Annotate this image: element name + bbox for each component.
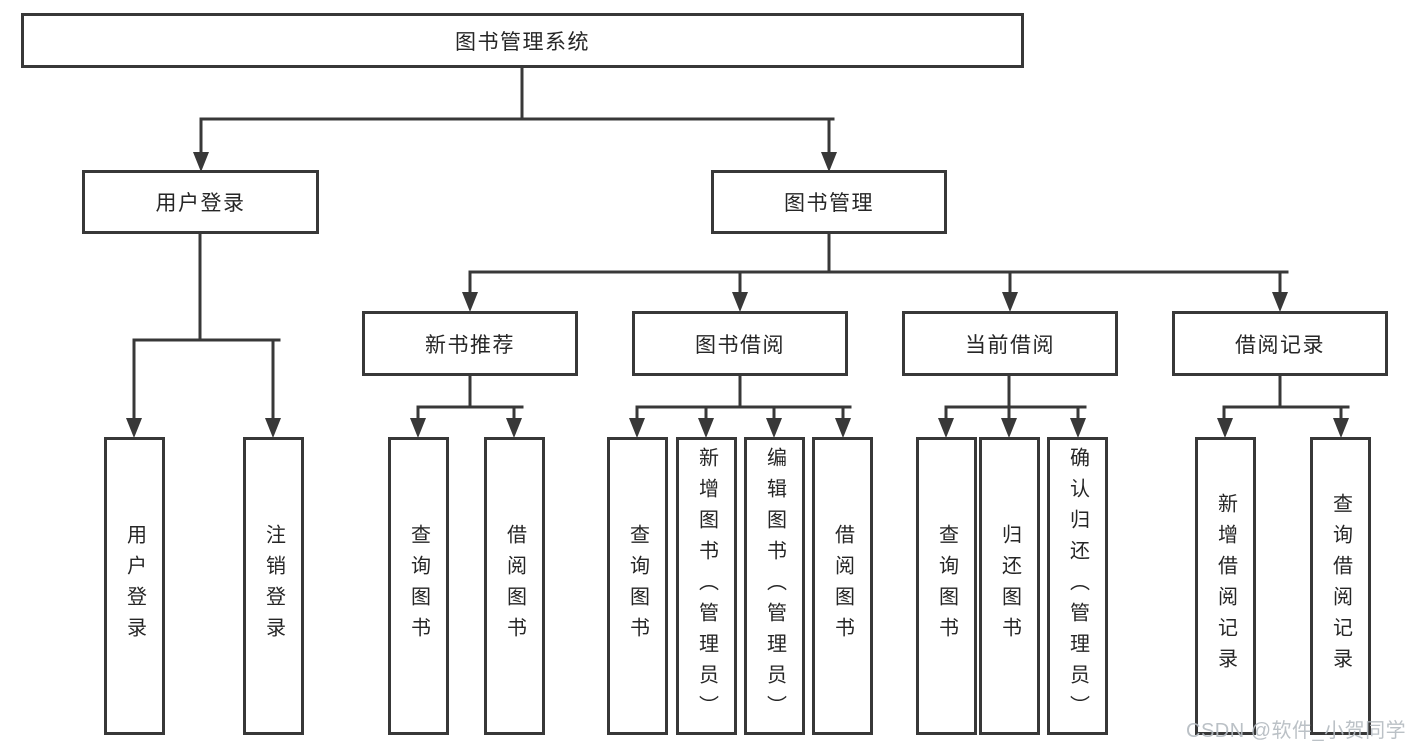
node-new-book-recommendation: 新书推荐 (362, 311, 578, 376)
node-user-login: 用户登录 (82, 170, 319, 234)
node-current-borrowing-label: 当前借阅 (965, 333, 1055, 357)
leaf-query-books-current: 查询图书 (916, 437, 977, 735)
leaf-borrow-books: 借阅图书 (812, 437, 873, 735)
node-library-system: 图书管理系统 (21, 13, 1024, 68)
leaf-return-books: 归还图书 (979, 437, 1040, 735)
node-book-management: 图书管理 (711, 170, 947, 234)
leaf-query-borrow-record: 查询借阅记录 (1310, 437, 1371, 735)
node-new-book-recommendation-label: 新书推荐 (425, 333, 515, 357)
node-book-borrowing-label: 图书借阅 (695, 333, 785, 357)
node-user-login-label: 用户登录 (155, 192, 246, 215)
node-book-management-label: 图书管理 (784, 192, 874, 215)
leaf-query-books-borrowing: 查询图书 (607, 437, 668, 735)
leaf-logout: 注销登录 (243, 437, 304, 735)
watermark-text: CSDN @软件_小贺同学 (1186, 720, 1405, 742)
node-book-borrowing: 图书借阅 (632, 311, 848, 376)
leaf-user-login: 用户登录 (104, 437, 165, 735)
arrowheads (126, 152, 1349, 438)
leaf-add-borrow-record: 新增借阅记录 (1195, 437, 1256, 735)
leaf-borrow-books-recommend: 借阅图书 (484, 437, 545, 735)
leaf-confirm-return-admin: 确认归还（管理员） (1047, 437, 1108, 735)
leaf-add-books-admin: 新增图书（管理员） (676, 437, 737, 735)
node-current-borrowing: 当前借阅 (902, 311, 1118, 376)
leaf-edit-books-admin: 编辑图书（管理员） (744, 437, 805, 735)
node-borrowing-records-label: 借阅记录 (1235, 333, 1325, 357)
leaf-query-books-recommend: 查询图书 (388, 437, 449, 735)
node-library-system-label: 图书管理系统 (455, 30, 590, 54)
node-borrowing-records: 借阅记录 (1172, 311, 1388, 376)
